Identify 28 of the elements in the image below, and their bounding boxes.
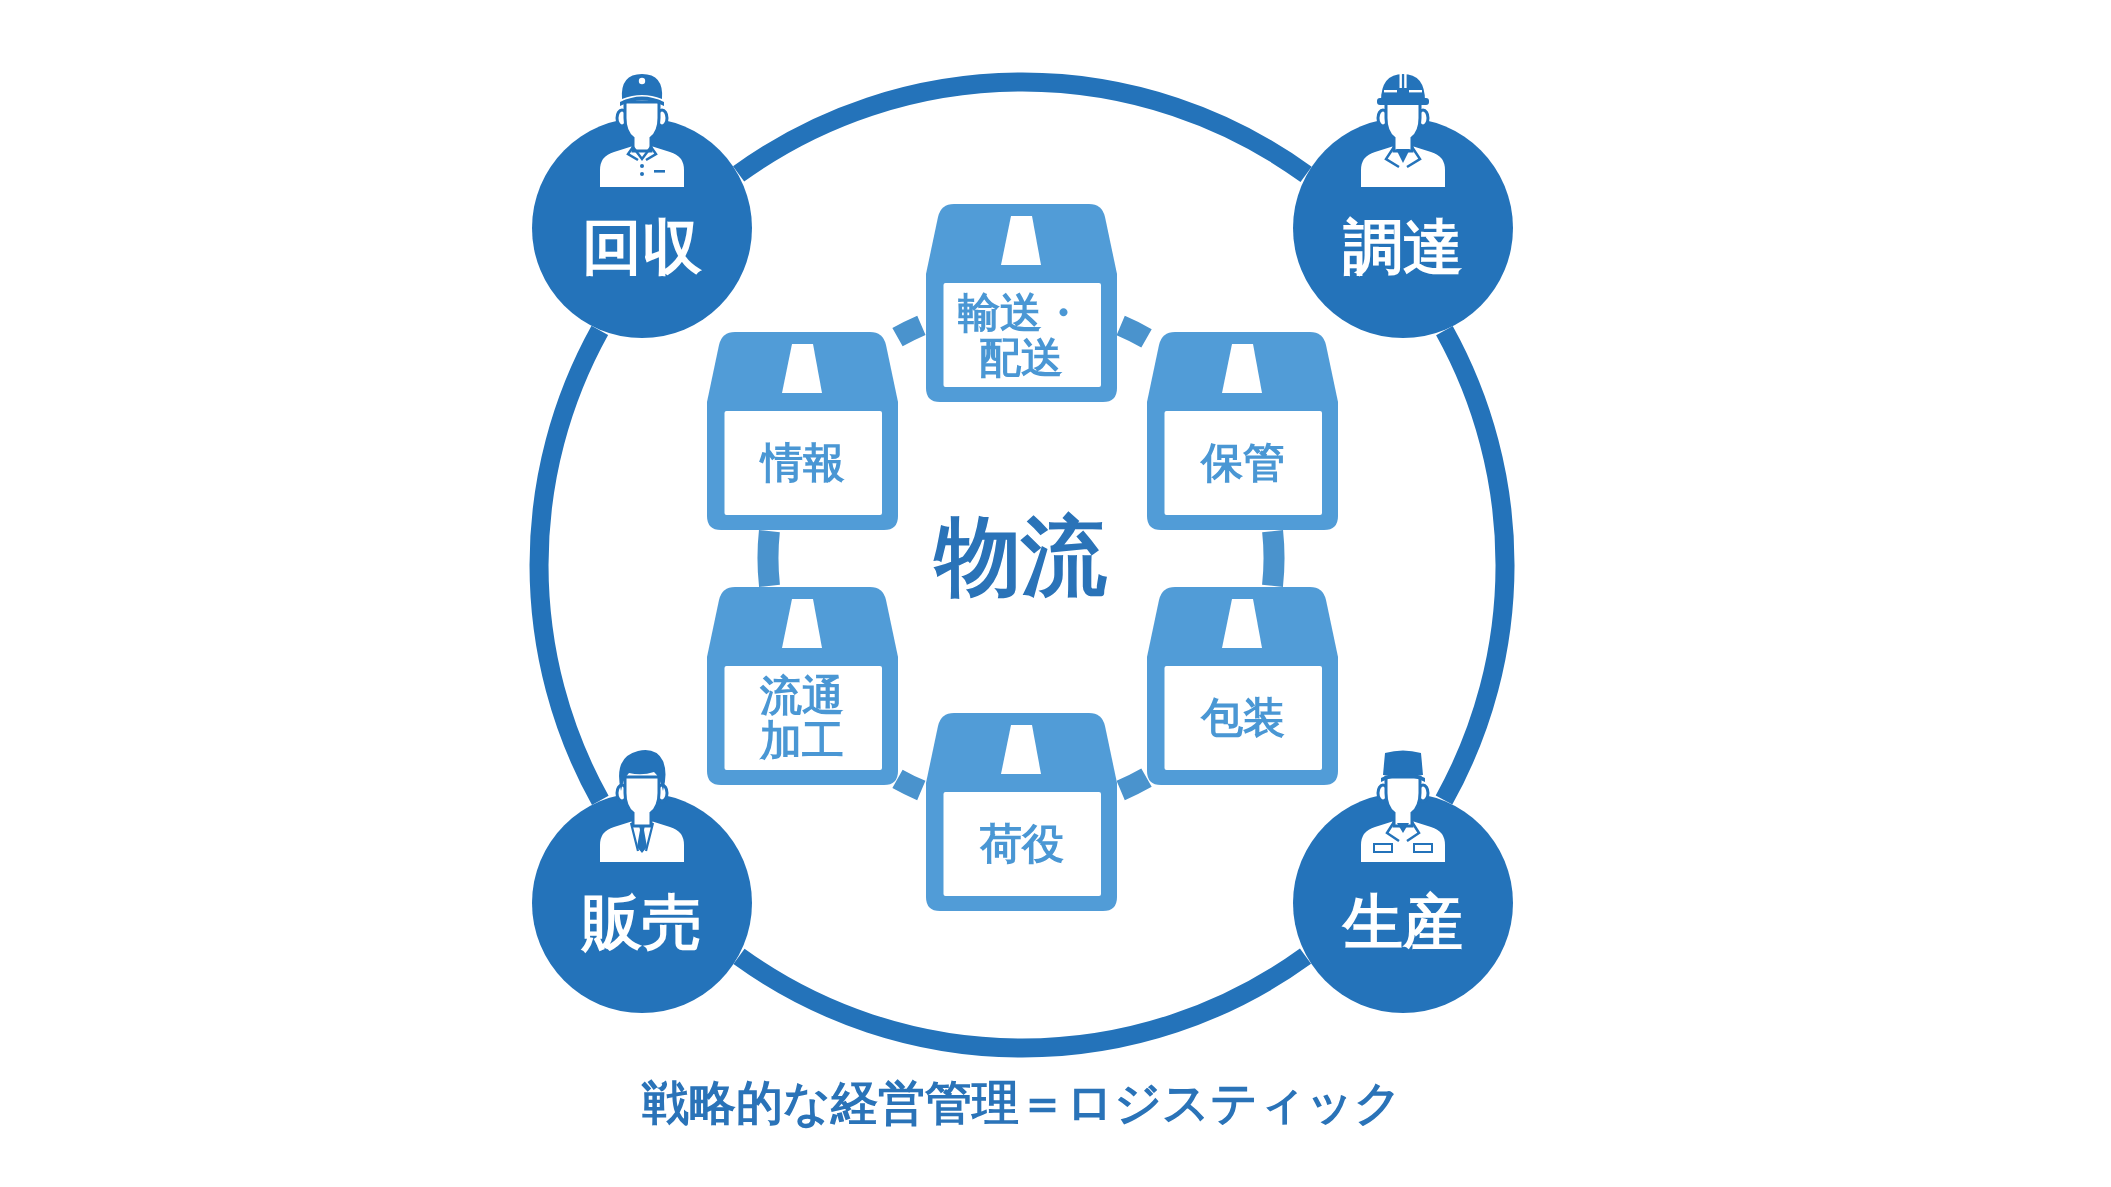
connector-arc xyxy=(529,326,609,805)
caption-text: 戦略的な経営管理＝ロジスティック xyxy=(642,1076,1402,1131)
cargo-box xyxy=(706,587,898,785)
cargo-box xyxy=(925,204,1117,402)
function-label: 保管 xyxy=(1200,440,1285,486)
role-label: 販売 xyxy=(582,889,702,955)
connector-arc xyxy=(1116,768,1152,801)
function-label: 荷役 xyxy=(979,821,1064,867)
function-label: 包装 xyxy=(1200,695,1285,741)
connector-arc xyxy=(892,315,926,347)
connector-arc xyxy=(733,72,1312,183)
connector-arc xyxy=(1435,326,1515,805)
function-label: 輸送・配送 xyxy=(957,289,1086,381)
connector-arc xyxy=(892,769,926,801)
connector-arc xyxy=(1262,530,1285,587)
connector-arc xyxy=(757,530,780,587)
cargo-box xyxy=(1146,587,1338,785)
connector-arc xyxy=(733,948,1311,1058)
connector-arc xyxy=(1116,315,1152,348)
cargo-box xyxy=(706,332,898,530)
role-label: 回収 xyxy=(582,214,702,280)
role-label: 調達 xyxy=(1343,214,1463,280)
role-label: 生産 xyxy=(1343,889,1463,955)
function-label: 情報 xyxy=(760,440,845,486)
function-label: 流通加工 xyxy=(758,672,846,764)
cargo-box xyxy=(1146,332,1338,530)
hub-label: 物流 xyxy=(935,508,1107,604)
cargo-box xyxy=(925,713,1117,911)
